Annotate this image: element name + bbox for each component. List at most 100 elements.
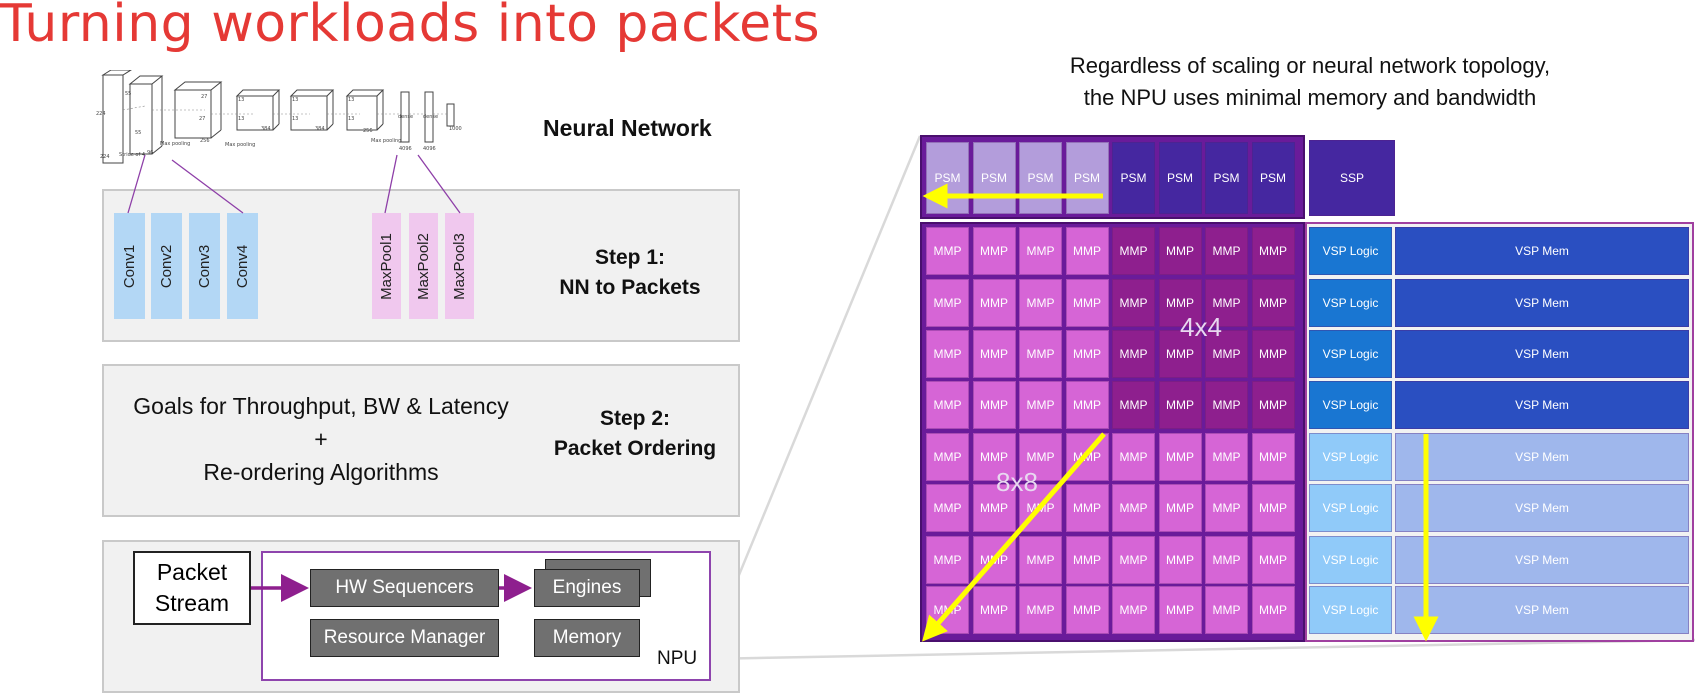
mmp-cell: MMP (972, 279, 1016, 327)
thumb-label: 13 (348, 97, 354, 103)
vsp-mem-cell: VSP Mem (1395, 279, 1689, 327)
thumb-label: 4096 (399, 146, 412, 152)
step2-goals: Goals for Throughput, BW & Latency + Re-… (106, 390, 536, 489)
mmp-cell: MMP (972, 381, 1016, 429)
packet-stream-line2: Stream (154, 590, 230, 616)
vsp-mem-cell: VSP Mem (1395, 536, 1689, 584)
mmp-cell: MMP (1112, 484, 1155, 532)
memory-box: Memory (534, 619, 640, 657)
mmp-cell: MMP (1065, 227, 1109, 275)
thumb-label: 384 (315, 126, 325, 132)
vsp-logic-cell: VSP Logic (1309, 227, 1392, 275)
reordering-text: Re-ordering Algorithms (203, 459, 439, 485)
vsp-mem-cell: VSP Mem (1395, 433, 1689, 481)
mmp-cell: MMP (1019, 227, 1062, 275)
conv2-packet: Conv2 (151, 213, 182, 319)
conv3-packet: Conv3 (189, 213, 220, 319)
mmp-cell: MMP (1158, 433, 1202, 481)
maxpool2-packet: MaxPool2 (409, 213, 438, 319)
thumb-label: 4096 (423, 146, 436, 152)
caption-line2: the NPU uses minimal memory and bandwidt… (1083, 85, 1537, 110)
thumb-label: 13 (238, 97, 244, 103)
mmp-cell: MMP (926, 433, 969, 481)
mmp-cell: MMP (1158, 536, 1202, 584)
ssp-cell: SSP (1309, 140, 1395, 216)
vsp-mem-cell: VSP Mem (1395, 586, 1689, 634)
conv4-packet: Conv4 (227, 213, 258, 319)
thumb-label: 27 (199, 116, 205, 122)
mmp-cell: MMP (1065, 279, 1109, 327)
psm-cell: PSM (1019, 142, 1062, 214)
vsp-mem-cell: VSP Mem (1395, 227, 1689, 275)
label-8x8: 8x8 (996, 467, 1038, 497)
thumb-label: 96 (147, 150, 153, 156)
vsp-mem-cell: VSP Mem (1395, 330, 1689, 378)
step2-title: Step 2: (599, 407, 670, 430)
vsp-logic-cell: VSP Logic (1309, 586, 1392, 634)
thumb-label: 224 (100, 154, 110, 160)
mmp-cell: MMP (1158, 279, 1202, 327)
mmp-cell: MMP (926, 227, 969, 275)
thumb-label: 55 (135, 130, 141, 136)
step2-label: Step 2: Packet Ordering (535, 404, 735, 464)
mmp-cell: MMP (1251, 433, 1295, 481)
psm-cell: PSM (1158, 142, 1202, 214)
goals-text: Goals for Throughput, BW & Latency (133, 393, 509, 419)
mmp-cell: MMP (1112, 330, 1155, 378)
mmp-cell: MMP (1205, 586, 1248, 634)
npu-label: NPU (657, 648, 698, 669)
thumb-label: 224 (96, 111, 106, 117)
mmp-cell: MMP (1065, 330, 1109, 378)
mmp-cell: MMP (926, 381, 969, 429)
thumb-label: 256 (200, 138, 210, 144)
mmp-cell: MMP (1112, 536, 1155, 584)
mmp-cell: MMP (1251, 484, 1295, 532)
hw-sequencers-box: HW Sequencers (310, 569, 499, 607)
maxpool3-packet: MaxPool3 (445, 213, 474, 319)
vsp-logic-cell: VSP Logic (1309, 536, 1392, 584)
thumb-label: 13 (292, 116, 298, 122)
output-layer (446, 103, 455, 127)
label-4x4: 4x4 (1180, 312, 1222, 342)
thumb-label: 13 (292, 97, 298, 103)
caption: Regardless of scaling or neural network … (960, 50, 1660, 114)
psm-cell: PSM (1251, 142, 1295, 214)
step2-panel (102, 364, 740, 517)
mmp-cell: MMP (1019, 330, 1062, 378)
dense-layer (400, 91, 410, 143)
mmp-cell: MMP (1112, 279, 1155, 327)
mmp-cell: MMP (1019, 586, 1062, 634)
plus-sign: + (314, 426, 328, 452)
caption-line1: Regardless of scaling or neural network … (1069, 53, 1551, 78)
mmp-cell: MMP (1205, 381, 1248, 429)
mmp-cell: MMP (1251, 330, 1295, 378)
mmp-cell: MMP (926, 279, 969, 327)
packet-stream-box: Packet Stream (133, 551, 251, 625)
mmp-cell: MMP (1251, 279, 1295, 327)
mmp-cell: MMP (1205, 330, 1248, 378)
step2-subtitle: Packet Ordering (553, 437, 717, 460)
thumb-label: dense (423, 114, 438, 120)
thumb-label: 55 (125, 91, 131, 97)
thumb-label: Stride of 4 (119, 152, 145, 158)
vsp-logic-cell: VSP Logic (1309, 381, 1392, 429)
mmp-cell: MMP (972, 433, 1016, 481)
mmp-cell: MMP (1205, 536, 1248, 584)
mmp-cell: MMP (926, 330, 969, 378)
thumb-label: 384 (261, 126, 271, 132)
mmp-cell: MMP (1158, 381, 1202, 429)
mmp-cell: MMP (1065, 536, 1109, 584)
thumb-label: 13 (348, 116, 354, 122)
maxpool1-packet: MaxPool1 (372, 213, 401, 319)
mmp-cell: MMP (1065, 381, 1109, 429)
thumb-label: Max pooling (160, 141, 190, 147)
mmp-cell: MMP (926, 536, 969, 584)
vsp-logic-cell: VSP Logic (1309, 279, 1392, 327)
vsp-logic-cell: VSP Logic (1309, 484, 1392, 532)
mmp-cell: MMP (1251, 536, 1295, 584)
thumb-label: Max pooling (371, 138, 401, 144)
psm-cell: PSM (1112, 142, 1155, 214)
psm-cell: PSM (1065, 142, 1109, 214)
thumb-label: 1000 (449, 126, 462, 132)
mmp-cell: MMP (1019, 536, 1062, 584)
